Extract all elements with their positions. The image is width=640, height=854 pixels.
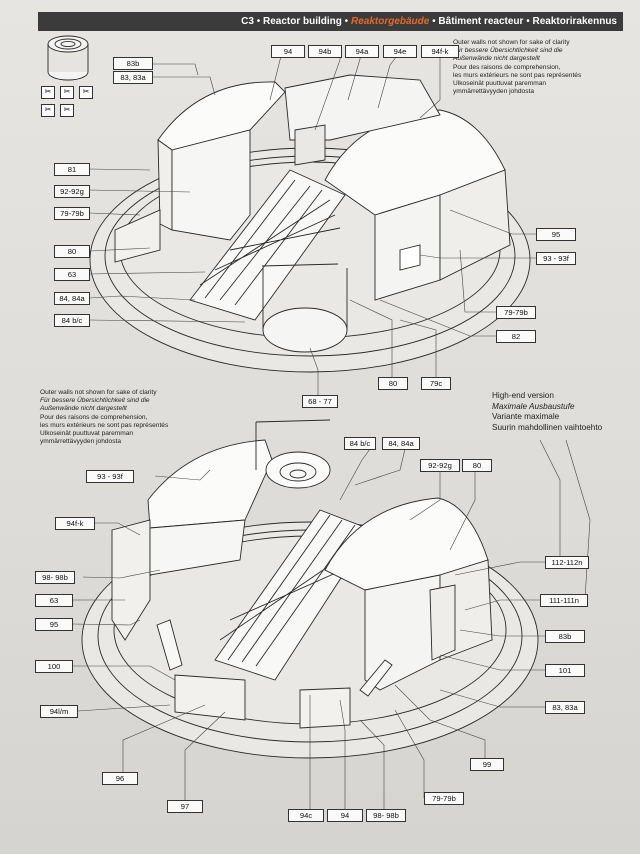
part-label: 80 bbox=[462, 459, 492, 472]
section-header: C3 • Reactor building • Reaktorgebäude •… bbox=[38, 12, 623, 31]
part-label: 100 bbox=[35, 660, 73, 673]
title-en: Reactor building bbox=[262, 16, 342, 27]
part-label: 84, 84a bbox=[54, 292, 90, 305]
part-label: 94 bbox=[327, 809, 363, 822]
part-label: 93 - 93f bbox=[536, 252, 576, 265]
scissors-icon: ✂ bbox=[60, 104, 74, 117]
part-label: 68 - 77 bbox=[302, 395, 338, 408]
part-label: 79c bbox=[421, 377, 451, 390]
note-outer-walls-bottom: Outer walls not shown for sake of clarit… bbox=[40, 389, 169, 446]
part-label: 83, 83a bbox=[113, 71, 153, 84]
part-label: 63 bbox=[35, 594, 73, 607]
part-label: 99 bbox=[470, 758, 504, 771]
part-label: 94b bbox=[308, 45, 342, 58]
part-label: 95 bbox=[536, 228, 576, 241]
scissors-icon: ✂ bbox=[41, 86, 55, 99]
scissors-icon: ✂ bbox=[79, 86, 93, 99]
part-label: 94f-k bbox=[55, 517, 95, 530]
part-label: 79-79b bbox=[424, 792, 464, 805]
part-label: 96 bbox=[102, 772, 138, 785]
part-label: 94e bbox=[383, 45, 417, 58]
part-label: 84 b/c bbox=[344, 437, 376, 450]
part-label: 95 bbox=[35, 618, 73, 631]
part-label: 79-79b bbox=[496, 306, 536, 319]
part-label: 82 bbox=[496, 330, 536, 343]
part-label: 84 b/c bbox=[54, 314, 90, 327]
part-label: 94 bbox=[271, 45, 305, 58]
section-code: C3 bbox=[241, 16, 254, 27]
part-label: 101 bbox=[545, 664, 585, 677]
part-label: 97 bbox=[167, 800, 203, 813]
part-label: 84, 84a bbox=[382, 437, 420, 450]
part-label: 112-112n bbox=[545, 556, 589, 569]
part-label: 83b bbox=[545, 630, 585, 643]
part-label: 63 bbox=[54, 268, 90, 281]
part-label: 94c bbox=[288, 809, 324, 822]
part-label: 94a bbox=[345, 45, 379, 58]
note-outer-walls-top: Outer walls not shown for sake of clarit… bbox=[453, 39, 582, 96]
part-label: 81 bbox=[54, 163, 90, 176]
cylinder-part-icon bbox=[47, 35, 89, 81]
title-fi: Reaktorirakennus bbox=[532, 16, 617, 27]
title-de: Reaktorgebäude bbox=[350, 16, 430, 27]
part-label: 79-79b bbox=[54, 207, 90, 220]
scissors-icon: ✂ bbox=[60, 86, 74, 99]
part-label: 92-92g bbox=[420, 459, 460, 472]
scissors-icon: ✂ bbox=[41, 104, 55, 117]
part-label: 80 bbox=[378, 377, 408, 390]
part-label: 111-111n bbox=[540, 594, 588, 607]
part-label: 83b bbox=[113, 57, 153, 70]
part-label: 94f-k bbox=[421, 45, 459, 58]
title-fr: Bâtiment reacteur bbox=[438, 16, 524, 27]
part-label: 93 - 93f bbox=[86, 470, 134, 483]
part-label: 92-92g bbox=[54, 185, 90, 198]
part-label: 98- 98b bbox=[35, 571, 75, 584]
part-label: 80 bbox=[54, 245, 90, 258]
version-note: High-end version Maximale Ausbaustufe Va… bbox=[492, 391, 603, 432]
part-label: 98- 98b bbox=[366, 809, 406, 822]
part-label: 94l/m bbox=[40, 705, 78, 718]
part-label: 83, 83a bbox=[545, 701, 585, 714]
